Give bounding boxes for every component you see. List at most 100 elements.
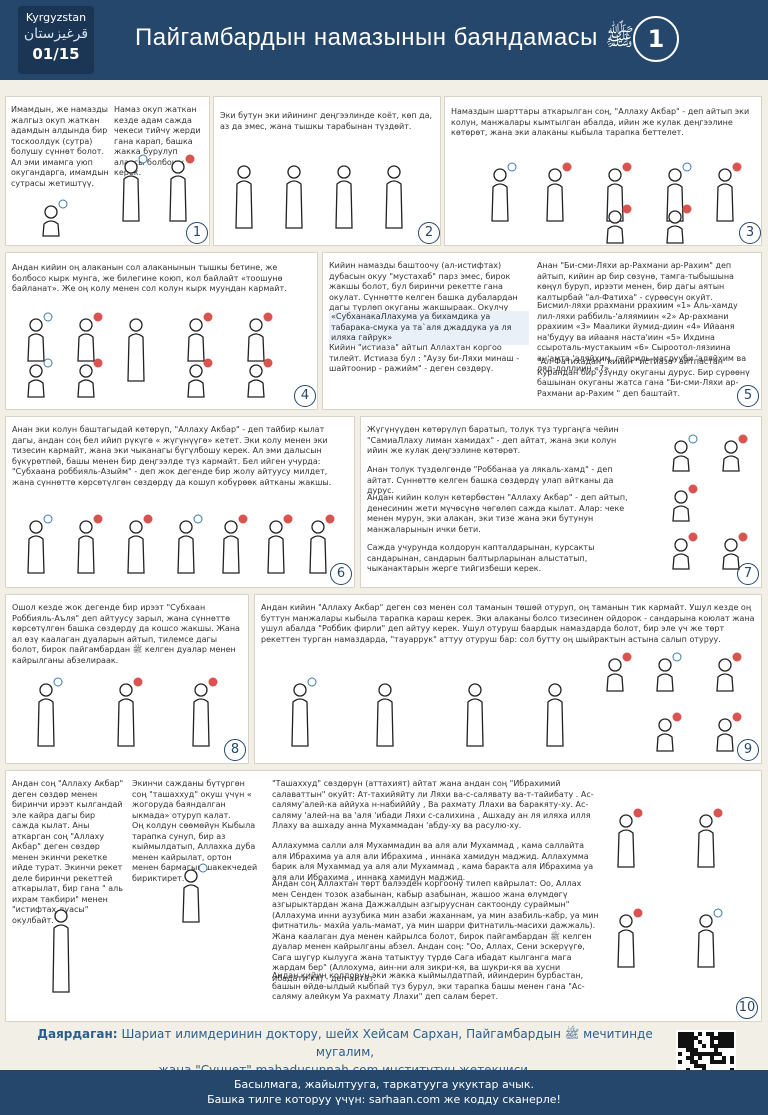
step-6-text: Анан эки колун баштагыдай көтөрүп, "Алла… — [12, 425, 332, 487]
praying-figure-illustration — [716, 162, 742, 222]
step-10-text-a: Андан соң "Аллаху Акбар" деген сөздөр ме… — [12, 779, 124, 925]
wrong-mark-icon — [732, 712, 742, 722]
panel-step-6: Анан эки колун баштагыдай көтөрүп, "Алла… — [5, 416, 355, 588]
wrong-mark-icon — [633, 808, 643, 818]
praying-figure-illustration — [285, 165, 303, 229]
praying-figure-illustration — [247, 358, 273, 398]
wrong-mark-icon — [622, 652, 632, 662]
wrong-mark-icon — [633, 908, 643, 918]
praying-figure-illustration — [247, 312, 273, 362]
praying-figure-illustration — [187, 312, 213, 362]
panel-step-1: Имамдын, же намазды жалгыз окуп жаткан а… — [5, 96, 210, 246]
wrong-mark-icon — [672, 712, 682, 722]
wrong-mark-icon — [93, 514, 103, 524]
credit-label: Даярдаган: — [37, 1027, 118, 1041]
step-1-number: 1 — [186, 222, 208, 244]
step-5-text-b: Кийин "истиаза" айтып Аллахтан коргоо ти… — [329, 343, 520, 373]
credit-line-1: Даярдаган: Шариат илимдеринин доктору, ш… — [20, 1025, 670, 1061]
praying-figure-illustration — [42, 199, 68, 237]
correct-mark-icon — [43, 358, 53, 368]
praying-figure-illustration — [385, 165, 403, 229]
correct-mark-icon — [713, 908, 723, 918]
correct-mark-icon — [43, 514, 53, 524]
praying-figure-illustration — [235, 165, 253, 229]
step-10-text-b: Экинчи сажданы бүтүргөн соң "ташаххуд" о… — [132, 779, 252, 820]
praying-figure-illustration — [27, 358, 53, 398]
wrong-mark-icon — [283, 514, 293, 524]
panel-step-4: Андан кийин оң алаканын сол алаканынын т… — [5, 252, 318, 410]
praying-figure-illustration — [309, 514, 335, 574]
wrong-mark-icon — [203, 358, 213, 368]
country-badge: Kyrgyzstan قرغيزستان 01/15 — [18, 6, 94, 74]
header-banner: Kyrgyzstan قرغيزستان 01/15 Пайгамбардын … — [0, 0, 768, 80]
step-10-tashahhud-text: "Ташаххуд" сөздөрүн (аттахият) айтат жан… — [272, 779, 594, 830]
praying-figure-illustration — [77, 312, 103, 362]
panel-step-3: Намаздын шарттары аткарылган соң, "Аллах… — [444, 96, 762, 246]
wrong-mark-icon — [622, 162, 632, 172]
praying-figure-illustration — [267, 514, 293, 574]
panel-step-10: Андан соң "Аллаху Акбар" деген сөздөр ме… — [5, 770, 762, 1022]
step-5-text-d: "Ал-Фатихадан" кийин "истиаза" айтпастан… — [537, 357, 750, 398]
step-10-text-c: Оң колдун сөөмөйүн Кыбыла тарапка сунуп,… — [132, 821, 258, 883]
step-2-number: 2 — [418, 222, 440, 244]
praying-figure-illustration — [656, 652, 682, 692]
praying-figure-illustration — [666, 204, 692, 244]
correct-mark-icon — [53, 677, 63, 687]
step-3-number: 3 — [739, 222, 761, 244]
step-7-text-a: Жүгүнүүдөн көтөрүлүп баратып, толук түз … — [367, 425, 619, 455]
credit-author: Шариат илимдеринин доктору, шейх Хейсам … — [121, 1027, 653, 1059]
praying-figure-illustration — [222, 514, 248, 574]
step-8-number: 8 — [224, 739, 246, 761]
praying-figure-illustration — [672, 434, 698, 472]
step-3-text: Намаздын шарттары аткарылган соң, "Аллах… — [451, 107, 750, 137]
sheet-number: 1 — [633, 16, 679, 62]
praying-figure-illustration — [37, 677, 63, 747]
wrong-mark-icon — [732, 652, 742, 662]
praying-figure-illustration — [617, 908, 643, 968]
step-8-text: Ошол кезде жок дегенде бир ирээт "Субхаа… — [12, 603, 240, 665]
country-label: Kyrgyzstan — [25, 11, 87, 24]
rights-text: Басылмага, жайылтууга, таркатууга укукта… — [233, 1078, 535, 1091]
praying-figure-illustration — [192, 677, 218, 747]
praying-figure-illustration — [722, 434, 748, 472]
praying-figure-illustration — [376, 683, 394, 747]
page-counter: 01/15 — [32, 45, 80, 63]
panel-step-2: Эки бутун эки ийининг деңгээлинде коёт, … — [213, 96, 441, 246]
step-9-text: Андан кийин "Аллаху Акбар" деген сөз мен… — [261, 603, 755, 644]
step-5-text-c: Анан "Би-сми-Ляхи ар-Рахмани ар-Рахим" д… — [537, 261, 734, 302]
praying-figure-illustration — [187, 358, 213, 398]
panel-step-5: Кийин намазды баштоочу (ал-истифтах) дуб… — [322, 252, 762, 410]
praying-figure-illustration — [117, 677, 143, 747]
wrong-mark-icon — [263, 358, 273, 368]
praying-figure-illustration — [672, 484, 698, 522]
praying-figure-illustration — [546, 683, 564, 747]
wrong-mark-icon — [562, 162, 572, 172]
praying-figure-illustration — [27, 312, 53, 362]
wrong-mark-icon — [622, 204, 632, 214]
praying-figure-illustration — [127, 514, 153, 574]
praying-figure-illustration — [291, 677, 317, 747]
wrong-mark-icon — [238, 514, 248, 524]
step-1-text-b: Намаз окуп жаткан кезде адам сажда чекес… — [114, 105, 201, 177]
wrong-mark-icon — [133, 677, 143, 687]
wrong-mark-icon — [688, 484, 698, 494]
correct-mark-icon — [193, 514, 203, 524]
wrong-mark-icon — [688, 532, 698, 542]
correct-mark-icon — [507, 162, 517, 172]
praying-figure-illustration — [546, 162, 572, 222]
panel-step-9: Андан кийин "Аллаху Акбар" деген сөз мен… — [254, 594, 762, 764]
praying-figure-illustration — [77, 514, 103, 574]
step-10-number: 10 — [736, 997, 758, 1019]
step-7-number: 7 — [737, 563, 759, 585]
panel-step-8: Ошол кезде жок дегенде бир ирээт "Субхаа… — [5, 594, 249, 764]
praying-figure-illustration — [656, 712, 682, 752]
wrong-mark-icon — [738, 532, 748, 542]
wrong-mark-icon — [713, 808, 723, 818]
step-7-text-b: Анан толук түздөлгөндө "Роббанаа уа ляка… — [367, 465, 614, 495]
correct-mark-icon — [682, 162, 692, 172]
praying-figure-illustration — [335, 165, 353, 229]
step-5-fatiha-text: Бисмил-ляхи ррахмани ррахиим «1» Аль-хам… — [537, 301, 747, 373]
step-7-text-d: Сажда учурунда колдорун капталдарынан, к… — [367, 543, 595, 573]
step-4-text: Андан кийин оң алаканын сол алаканынын т… — [12, 263, 287, 293]
wrong-mark-icon — [143, 514, 153, 524]
